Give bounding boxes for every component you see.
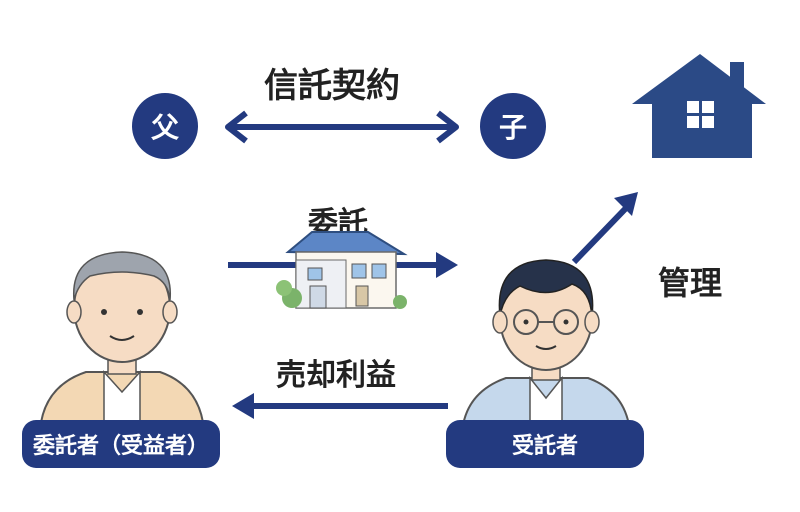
child-circle: 子 xyxy=(480,93,546,159)
father-circle: 父 xyxy=(132,93,198,159)
trustor-label: 委託者（受益者） xyxy=(32,434,209,459)
entrust-label: 委託 xyxy=(308,206,368,241)
father-label: 父 xyxy=(150,111,179,144)
child-label: 子 xyxy=(498,111,527,144)
trustee-label: 受託者 xyxy=(511,434,578,459)
trustor-badge: 委託者（受益者） xyxy=(22,420,220,468)
contract-label: 信託契約 xyxy=(264,66,400,106)
proceeds-label: 売却利益 xyxy=(276,358,396,393)
trustee-badge: 受託者 xyxy=(446,420,644,468)
manage-label: 管理 xyxy=(658,264,723,302)
